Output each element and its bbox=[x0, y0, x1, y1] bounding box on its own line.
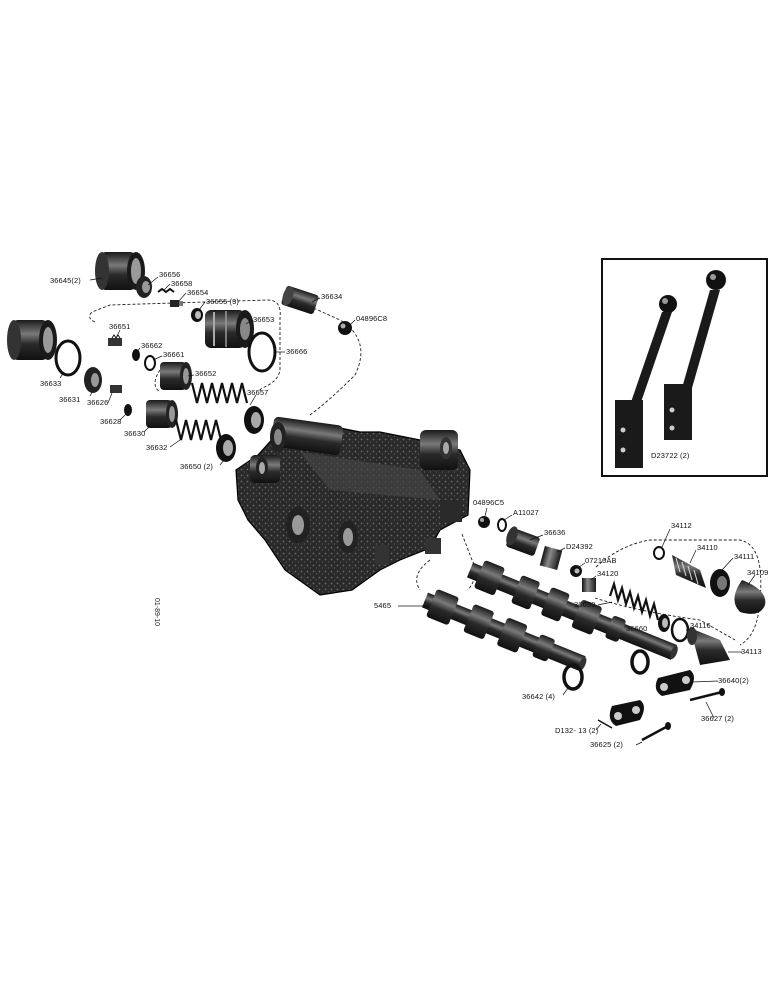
label-36659: 36659 bbox=[574, 600, 596, 609]
label-34110: 34110 bbox=[697, 543, 718, 552]
label-36666: 36666 bbox=[286, 347, 308, 356]
label-36645-top: 36645(2) bbox=[50, 276, 81, 285]
label-36657: 36657 bbox=[247, 388, 269, 397]
part-34112-ring bbox=[653, 546, 665, 560]
part-36625-pin bbox=[641, 722, 671, 742]
part-36666-ring bbox=[247, 331, 277, 373]
part-36659-spring bbox=[608, 580, 660, 621]
label-36626: 36626 bbox=[87, 398, 109, 407]
label-36661: 36661 bbox=[163, 350, 185, 359]
part-36650-washer bbox=[216, 434, 236, 462]
label-36662: 36662 bbox=[141, 341, 163, 350]
part-34120 bbox=[582, 578, 596, 592]
label-d132: D132- 13 (2) bbox=[555, 726, 599, 735]
part-36634-fitting bbox=[281, 286, 319, 314]
label-36627: 36627 (2) bbox=[701, 714, 735, 723]
label-36655: 36655 (3) bbox=[206, 297, 240, 306]
part-36662 bbox=[132, 349, 140, 361]
label-5465: 5465 bbox=[374, 601, 392, 610]
part-04896c8-ball bbox=[338, 321, 352, 335]
label-36642: 36642 (4) bbox=[522, 692, 556, 701]
part-07210ab bbox=[570, 565, 582, 577]
part-36626 bbox=[110, 385, 122, 393]
part-36660-washer bbox=[658, 614, 670, 632]
part-5465-spool-lower bbox=[422, 589, 587, 672]
part-d24392-nut bbox=[539, 546, 563, 570]
label-36636: 36636 bbox=[544, 528, 566, 537]
label-34111: 34111 bbox=[734, 552, 755, 561]
part-34116-ring bbox=[670, 617, 690, 643]
part-36656 bbox=[136, 276, 152, 298]
part-36653-piston bbox=[205, 310, 254, 348]
label-d24392: D24392 bbox=[566, 542, 593, 551]
label-36631: 36631 bbox=[59, 395, 81, 404]
label-36652: 36652 bbox=[195, 369, 217, 378]
label-36625: 36625 (2) bbox=[590, 740, 624, 749]
part-36628 bbox=[124, 404, 132, 416]
part-36645-cap-left bbox=[7, 320, 57, 360]
lever-handle-right bbox=[664, 270, 726, 440]
part-36636-fitting bbox=[506, 526, 540, 556]
label-36660: 36660 bbox=[626, 624, 648, 633]
part-34109-cap bbox=[734, 580, 766, 614]
lever-handle-left bbox=[615, 295, 677, 468]
part-36651 bbox=[108, 334, 122, 346]
handle-inset bbox=[601, 258, 768, 477]
part-36627-pin bbox=[689, 688, 725, 702]
label-a11027: A11027 bbox=[513, 508, 539, 517]
part-36640-link-left bbox=[609, 700, 644, 726]
part-36631 bbox=[84, 367, 102, 393]
part-36632-spring bbox=[174, 419, 223, 441]
part-34113-plug bbox=[687, 627, 730, 665]
part-36630-piston bbox=[146, 400, 178, 428]
part-36658 bbox=[157, 287, 175, 294]
part-36657-spring bbox=[190, 382, 249, 404]
label-36630: 36630 bbox=[124, 429, 146, 438]
part-36655 bbox=[191, 308, 203, 322]
valve-body bbox=[235, 416, 471, 596]
part-36633-ring bbox=[54, 339, 82, 377]
label-36656: 36656 bbox=[159, 270, 181, 279]
label-04896c8: 04896C8 bbox=[356, 314, 388, 323]
part-36652-piston bbox=[160, 362, 192, 390]
label-34116: 34116 bbox=[690, 621, 711, 630]
part-d132-cotter bbox=[597, 719, 613, 729]
part-36657-washer bbox=[244, 406, 264, 434]
leader-lines bbox=[59, 276, 756, 746]
label-34120: 34120 bbox=[597, 569, 619, 578]
label-34113: 34113 bbox=[741, 647, 762, 656]
part-36642-seal-b bbox=[562, 663, 584, 691]
label-36628: 36628 bbox=[100, 417, 122, 426]
label-36654: 36654 bbox=[187, 288, 209, 297]
part-36661 bbox=[144, 355, 156, 371]
label-36651: 36651 bbox=[109, 322, 131, 331]
label-07210ab: 07210AB bbox=[585, 556, 617, 565]
label-36640: 36640(2) bbox=[718, 676, 749, 685]
part-36654 bbox=[170, 300, 183, 307]
label-34109: 34109 bbox=[747, 568, 769, 577]
label-36653: 36653 bbox=[253, 315, 275, 324]
figure-reference: 01-89-10 bbox=[153, 598, 160, 627]
part-a11027-ring bbox=[497, 518, 507, 532]
part-34110-screw bbox=[672, 555, 706, 588]
label-d23722: D23722 (2) bbox=[651, 451, 690, 460]
part-36642-seal-a bbox=[630, 649, 650, 675]
part-34111-nut bbox=[710, 569, 730, 597]
label-36650: 36650 (2) bbox=[180, 462, 214, 471]
label-34112: 34112 bbox=[671, 521, 692, 530]
part-36645-cap-top bbox=[95, 252, 145, 290]
label-36633: 36633 bbox=[40, 379, 62, 388]
part-04896c5-ball bbox=[478, 516, 490, 528]
label-36632: 36632 bbox=[146, 443, 168, 452]
label-36658: 36658 bbox=[171, 279, 193, 288]
part-5465-spool-upper bbox=[467, 560, 678, 660]
label-36634: 36634 bbox=[321, 292, 343, 301]
label-04896c5: 04896C5 bbox=[473, 498, 505, 507]
part-36640-link-right bbox=[655, 670, 694, 696]
